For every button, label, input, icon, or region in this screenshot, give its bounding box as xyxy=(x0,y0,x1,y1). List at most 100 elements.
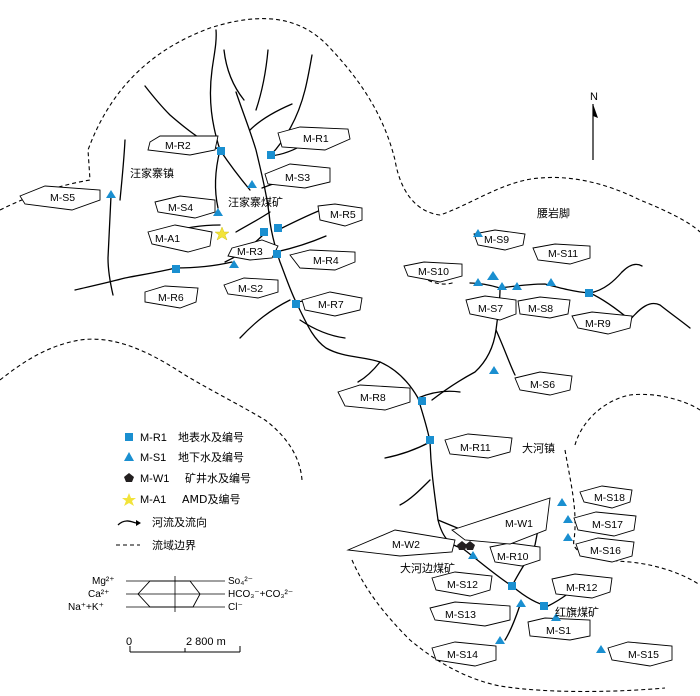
label-m-s1: M-S1 xyxy=(546,625,571,637)
scale-distance: 2 800 m xyxy=(186,636,226,648)
marker-m-s12 xyxy=(468,551,478,559)
marker-m-r5 xyxy=(274,224,282,232)
legend-text-1: 地表水及编号 xyxy=(178,430,244,444)
place-names: 汪家寨镇 汪家寨煤矿 腰岩脚 大河镇 大河边煤矿 红旗煤矿 xyxy=(130,166,599,619)
legend-code-3: M-W1 xyxy=(140,473,169,485)
marker-m-s7 xyxy=(497,282,507,290)
north-arrow: N xyxy=(590,91,598,160)
legend-square-icon xyxy=(125,433,133,441)
markers-mine xyxy=(457,541,475,550)
label-m-s3: M-S3 xyxy=(285,172,310,184)
label-m-r10: M-R10 xyxy=(497,551,529,563)
ion-cl: Cl⁻ xyxy=(228,602,243,613)
label-m-s9: M-S9 xyxy=(484,234,509,246)
stiff-key-polygon xyxy=(137,580,201,608)
poly-m-s16 xyxy=(575,537,635,563)
label-m-a1: M-A1 xyxy=(155,233,180,245)
poly-m-r5 xyxy=(317,203,363,227)
marker-m-a1 xyxy=(214,226,230,241)
label-m-s5: M-S5 xyxy=(50,192,75,204)
marker-m-s3 xyxy=(247,180,257,188)
poly-m-s15 xyxy=(607,641,673,667)
label-m-r1: M-R1 xyxy=(303,133,329,145)
poly-m-s18 xyxy=(579,485,633,509)
marker-m-r1 xyxy=(267,151,275,159)
marker-m-r7 xyxy=(292,300,300,308)
marker-m-w2 xyxy=(457,541,467,550)
mine-dahebian: 大河边煤矿 xyxy=(400,561,455,575)
label-m-r11: M-R11 xyxy=(460,442,491,454)
legend-boundary-text: 流域边界 xyxy=(152,538,196,552)
north-arrowhead xyxy=(593,104,598,118)
town-dahe: 大河镇 xyxy=(522,441,555,455)
poly-m-s6 xyxy=(514,371,573,396)
label-m-r12: M-R12 xyxy=(566,582,598,594)
marker-m-r12 xyxy=(540,602,548,610)
poly-m-a1 xyxy=(147,224,213,253)
label-m-r8: M-R8 xyxy=(360,392,386,404)
mine-hongqi: 红旗煤矿 xyxy=(555,605,599,619)
label-m-s17: M-S17 xyxy=(592,519,623,531)
label-m-r5: M-R5 xyxy=(330,209,356,221)
poly-m-s4 xyxy=(154,195,216,219)
marker-m-s10 xyxy=(473,278,483,286)
marker-m-s4 xyxy=(213,208,223,216)
marker-m-s14 xyxy=(495,636,505,644)
marker-m-s1 xyxy=(551,613,561,621)
legend-pentagon-icon xyxy=(124,473,134,482)
legend-text-4: AMD及编号 xyxy=(182,492,241,506)
poly-m-s7 xyxy=(465,295,517,321)
basin-boundaries xyxy=(0,18,700,693)
markers-amd xyxy=(214,226,230,241)
legend-triangle-icon xyxy=(124,452,134,461)
marker-m-w1 xyxy=(465,541,475,550)
town-wangjiazhai: 汪家寨镇 xyxy=(130,166,174,180)
marker-m-s8 xyxy=(512,282,522,290)
ion-na: Na⁺+K⁺ xyxy=(68,602,104,613)
marker-m-s17 xyxy=(563,515,573,523)
label-m-s4: M-S4 xyxy=(168,202,193,214)
markers-ground xyxy=(106,180,606,653)
poly-m-w1 xyxy=(451,497,551,545)
marker-m-r4 xyxy=(273,250,281,258)
marker-m-r6 xyxy=(172,265,180,273)
markers-surface xyxy=(172,147,593,610)
label-m-s2: M-S2 xyxy=(238,283,263,295)
marker-m-s16 xyxy=(563,533,573,541)
marker-m-r9 xyxy=(585,289,593,297)
label-m-s7: M-S7 xyxy=(478,303,503,315)
marker-m-r2 xyxy=(217,147,225,155)
poly-m-r7 xyxy=(301,291,363,317)
sample-labels: M-R1 M-R2 M-R3 M-R4 M-R5 M-R6 M-R7 M-R8 … xyxy=(50,133,659,661)
poly-m-r8 xyxy=(337,384,411,411)
label-m-s8: M-S8 xyxy=(528,303,553,315)
legend-code-4: M-A1 xyxy=(140,494,166,506)
label-m-s18: M-S18 xyxy=(594,492,625,504)
marker-m-s15 xyxy=(596,645,606,653)
poly-m-r9 xyxy=(571,311,633,335)
legend-code-1: M-R1 xyxy=(140,432,167,444)
marker-m-s9 xyxy=(473,229,483,237)
poly-m-r1 xyxy=(277,126,351,151)
legend-star-icon xyxy=(122,493,136,506)
label-m-s16: M-S16 xyxy=(590,545,621,557)
label-m-s15: M-S15 xyxy=(628,649,659,661)
poly-m-s10 xyxy=(403,261,463,283)
label-m-s10: M-S10 xyxy=(418,266,449,278)
poly-m-s17 xyxy=(573,511,637,537)
marker-m-r11 xyxy=(426,436,434,444)
poly-m-s3 xyxy=(264,163,331,189)
label-m-s6: M-S6 xyxy=(530,379,555,391)
poly-m-r12 xyxy=(551,573,613,599)
scale-bar: 0 2 800 m xyxy=(126,636,241,653)
ion-mg: Mg²⁺ xyxy=(92,576,115,587)
label-m-s12: M-S12 xyxy=(447,579,478,591)
label-m-w2: M-W2 xyxy=(392,539,420,551)
legend-text-2: 地下水及编号 xyxy=(178,450,244,464)
marker-m-s5 xyxy=(106,190,116,198)
town-yaoyanjiao: 腰岩脚 xyxy=(537,206,570,220)
label-m-r3: M-R3 xyxy=(237,246,263,258)
poly-m-s1 xyxy=(527,617,591,641)
label-m-s11: M-S11 xyxy=(548,248,578,260)
marker-m-r8 xyxy=(418,397,426,405)
